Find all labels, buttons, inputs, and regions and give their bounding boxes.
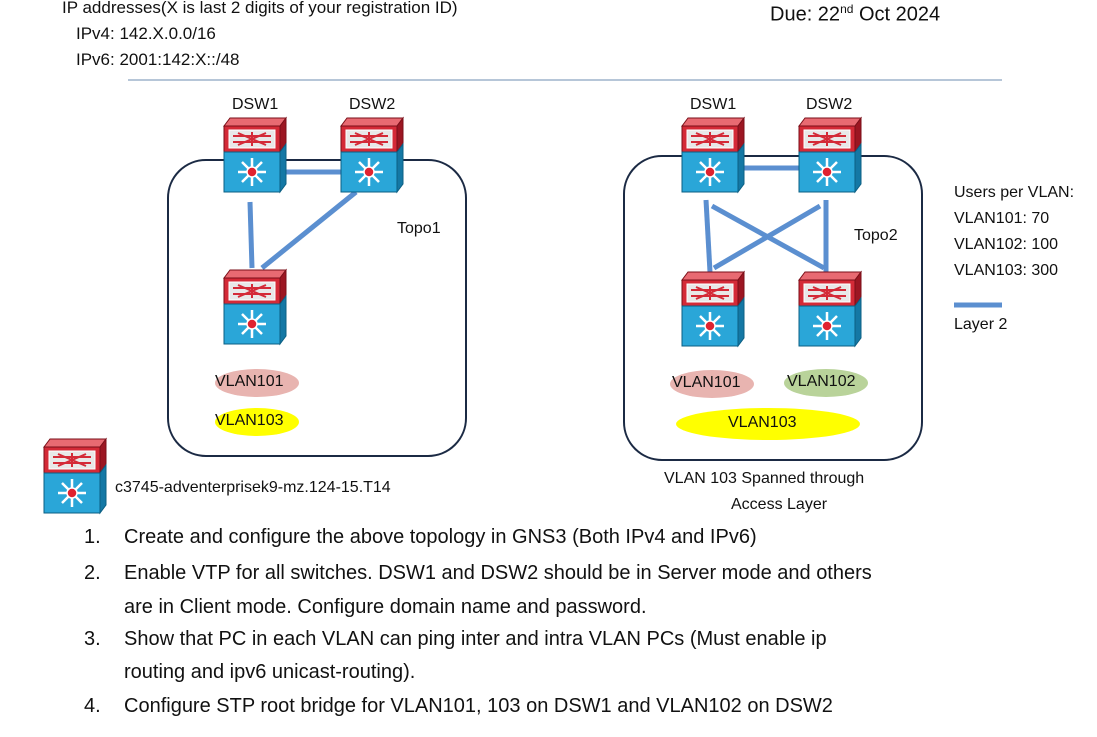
topo1-link-dsw2-access (260, 190, 358, 270)
task-2-line2: are in Client mode. Configure domain nam… (124, 596, 647, 618)
legend-vlan102: VLAN102: 100 (954, 236, 1059, 253)
topo2-caption-line1: VLAN 103 Spanned through (664, 470, 865, 487)
topo1-dsw2-label: DSW2 (349, 96, 396, 113)
topo2-vlan101-label: VLAN101 (672, 374, 741, 391)
task-1-text: Create and configure the above topology … (124, 526, 757, 548)
topo2-name: Topo2 (854, 227, 898, 244)
topo2-dsw2-switch-icon (797, 116, 863, 194)
topo1-vlan101-ellipse (215, 369, 299, 397)
ip-title: IP addresses(X is last 2 digits of your … (62, 0, 458, 17)
topo2-caption-line2: Access Layer (731, 496, 828, 513)
topo2-access2-switch-icon (797, 270, 863, 348)
topo1-dsw1-label: DSW1 (232, 96, 279, 113)
topo1-vlan101-label: VLAN101 (215, 373, 284, 390)
topo2-vlan103-ellipse (676, 408, 860, 440)
task-2-number: 2. (84, 562, 101, 584)
topo2-vlan102-ellipse (784, 369, 868, 397)
topo1-name: Topo1 (397, 220, 441, 237)
task-4-text: Configure STP root bridge for VLAN101, 1… (124, 695, 833, 717)
legend-vlan101: VLAN101: 70 (954, 210, 1050, 227)
legend-title: Users per VLAN: (954, 184, 1075, 201)
device-image-label: c3745-adventerprisek9-mz.124-15.T14 (115, 479, 391, 496)
topo2-vlan103-label: VLAN103 (728, 414, 797, 431)
task-1-number: 1. (84, 526, 101, 548)
ipv6-range: IPv6: 2001:142:X::/48 (76, 50, 240, 69)
topo1-link-dsw1-access (247, 201, 255, 269)
topo2-link-dsw1-acc1 (703, 199, 713, 273)
topo1-access-switch-icon (222, 268, 288, 346)
topo2-dsw1-switch-icon (680, 116, 746, 194)
topo1-dsw1-switch-icon (222, 116, 288, 194)
task-3-line2: routing and ipv6 unicast-routing). (124, 661, 416, 683)
topo2-vlan101-ellipse (670, 370, 754, 398)
topo2-access1-switch-icon (680, 270, 746, 348)
task-3-line1: Show that PC in each VLAN can ping inter… (124, 628, 827, 650)
legend-vlan103: VLAN103: 300 (954, 262, 1059, 279)
topo1-dsw2-switch-icon (339, 116, 405, 194)
task-4-number: 4. (84, 695, 101, 717)
topo2-boundary (623, 155, 923, 461)
task-2-line1: Enable VTP for all switches. DSW1 and DS… (124, 562, 872, 584)
topo2-dsw1-label: DSW1 (690, 96, 737, 113)
legend-layer2-label: Layer 2 (954, 316, 1008, 333)
task-3-number: 3. (84, 628, 101, 650)
topo2-link-dsw2-acc1 (712, 203, 822, 271)
device-model-switch-icon (42, 437, 108, 515)
topo2-vlan102-label: VLAN102 (787, 373, 856, 390)
ipv4-range: IPv4: 142.X.0.0/16 (76, 24, 216, 43)
topo1-vlan103-label: VLAN103 (215, 412, 284, 429)
topo1-vlan103-ellipse (215, 408, 299, 436)
topo1-boundary (167, 159, 467, 457)
due-date: Due: 22nd Oct 2024 (770, 2, 941, 26)
topo2-dsw2-label: DSW2 (806, 96, 853, 113)
